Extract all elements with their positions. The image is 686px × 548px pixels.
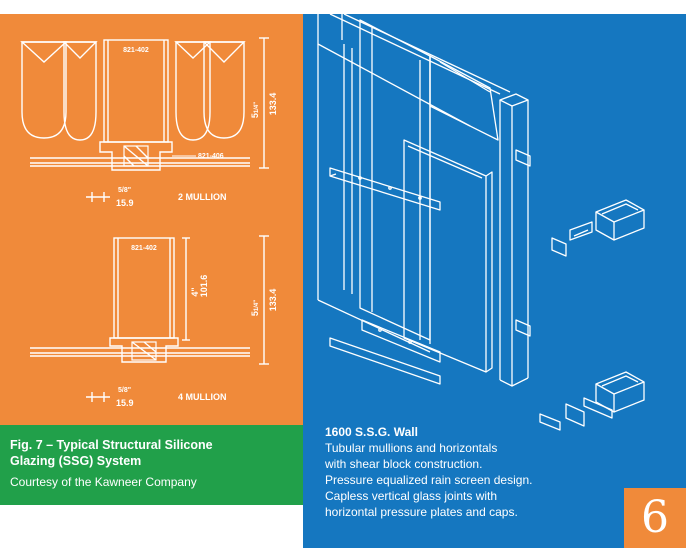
inner-height-mm: 101.6 bbox=[199, 275, 209, 298]
left-balloon-1 bbox=[21, 41, 67, 139]
tube-section-lower bbox=[595, 371, 645, 395]
mullion-label-2: 4 MULLION bbox=[178, 392, 227, 402]
height-frac-2: 1/4" bbox=[254, 300, 260, 311]
page-number-badge bbox=[624, 488, 686, 548]
height-inches-1: 5 bbox=[250, 113, 260, 118]
height-mm-1: 133.4 bbox=[268, 93, 278, 116]
pressure-plate-lower bbox=[361, 319, 441, 363]
svg-text:51/4": 51/4" bbox=[250, 102, 260, 118]
height-inches-2: 5 bbox=[250, 311, 260, 316]
wall-desc-line-1: Tubular mullions and horizontals bbox=[325, 441, 498, 455]
height-frac-1: 1/4" bbox=[254, 102, 260, 113]
tube-section-upper bbox=[595, 199, 645, 223]
height-mm-2: 133.4 bbox=[268, 289, 278, 312]
wall-desc-line-2: with shear block construction. bbox=[325, 457, 483, 471]
wall-desc-line-3: Pressure equalized rain screen design. bbox=[325, 473, 533, 487]
svg-text:51/4": 51/4" bbox=[250, 300, 260, 316]
wall-desc-line-4: Capless vertical glass joints with bbox=[325, 489, 498, 503]
right-balloon-2 bbox=[203, 41, 245, 139]
figure-title-line2: Glazing (SSG) System bbox=[10, 454, 142, 468]
right-balloon-1 bbox=[175, 41, 211, 141]
pressure-plate-upper bbox=[329, 167, 441, 211]
wall-desc-line-5: horizontal pressure plates and caps. bbox=[325, 505, 518, 519]
white-margin bbox=[0, 505, 303, 548]
figure-credit: Courtesy of the Kawneer Company bbox=[10, 475, 197, 489]
wall-title: 1600 S.S.G. Wall bbox=[325, 425, 418, 439]
mullion-label-1: 2 MULLION bbox=[178, 192, 227, 202]
figure-title-line1: Fig. 7 – Typical Structural Silicone bbox=[10, 438, 213, 452]
cap-lower bbox=[329, 337, 441, 385]
left-balloon-2 bbox=[63, 41, 97, 141]
caption-panel bbox=[0, 425, 303, 505]
offset-mm-1: 15.9 bbox=[116, 198, 134, 208]
inner-height-in: 4" bbox=[190, 287, 200, 296]
part-number-side: 821-406 bbox=[198, 153, 224, 160]
page-number: 6 bbox=[641, 492, 669, 543]
offset-mm-2: 15.9 bbox=[116, 398, 134, 408]
figure-title: Fig. 7 – Typical Structural Silicone Gla… bbox=[10, 437, 300, 469]
offset-frac-1: 5/8" bbox=[118, 187, 131, 194]
part-number-top-2: 821-402 bbox=[131, 245, 157, 252]
offset-frac-2: 5/8" bbox=[118, 387, 131, 394]
part-number-top-1: 821-402 bbox=[123, 47, 149, 54]
blue-blueprint-panel bbox=[303, 14, 686, 548]
